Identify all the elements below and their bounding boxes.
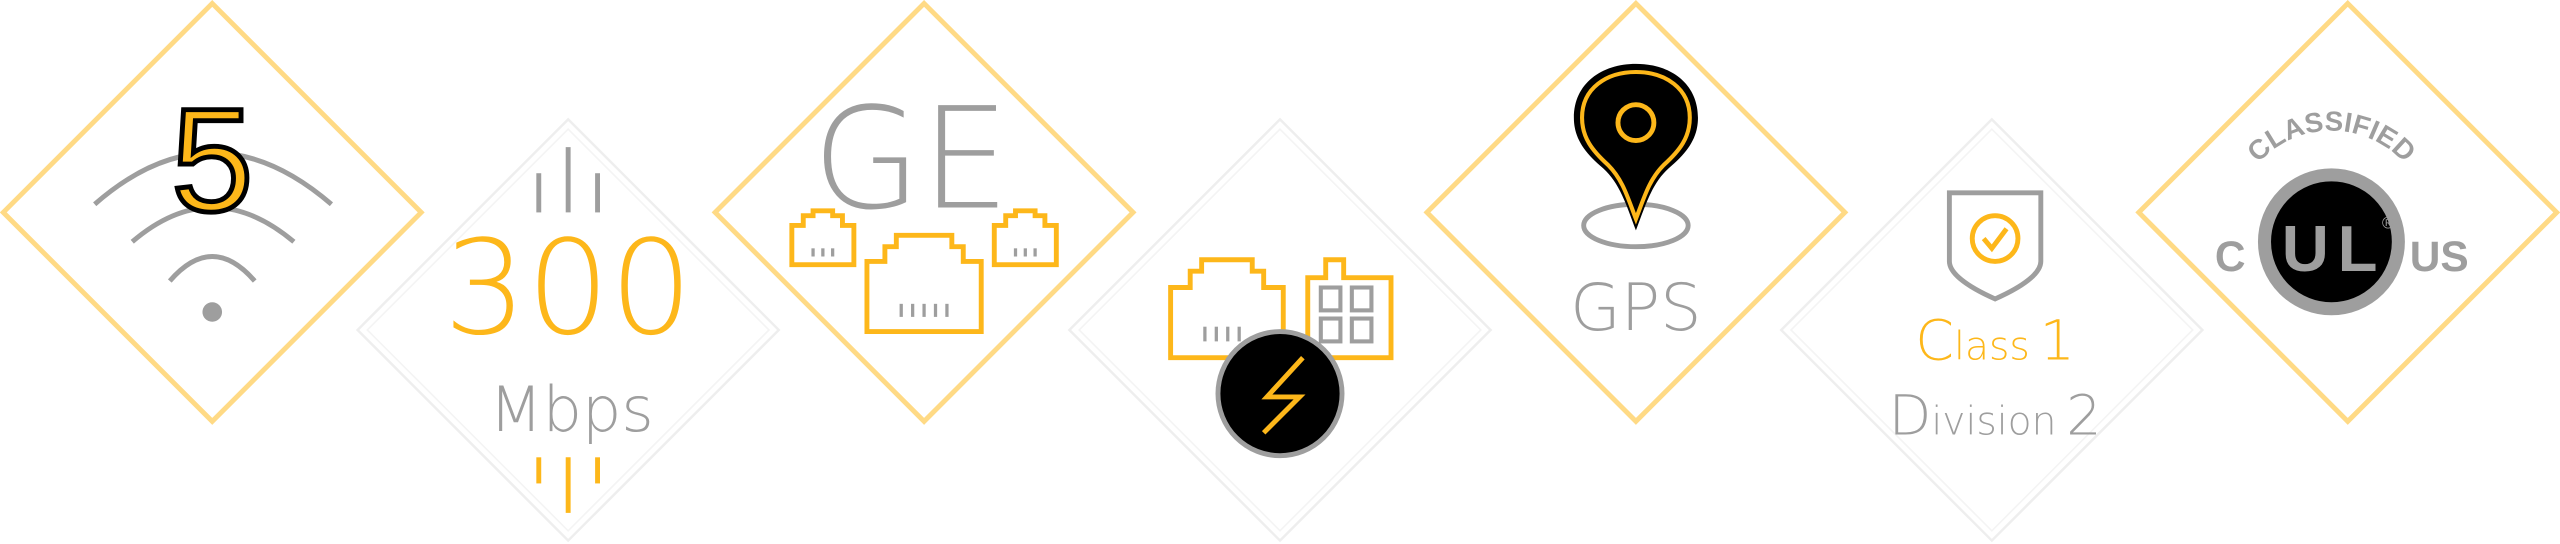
- badge-wifi: 5: [0, 0, 425, 425]
- ul-canada-mark: C: [2215, 233, 2246, 280]
- shield-check-icon: [1946, 190, 2044, 302]
- badge-ethernet: GE: [711, 0, 1137, 425]
- wifi-icon: [93, 150, 334, 322]
- ul-classified-logo: CLASSIFIED U L ® C US: [2215, 105, 2469, 316]
- diamond-frame: [1067, 117, 1493, 543]
- gps-label: GPS: [1570, 270, 1701, 346]
- badge-gps: GPS: [1423, 0, 1849, 425]
- badge-speed: 300 Mbps: [355, 117, 781, 543]
- map-pin-icon: [1573, 63, 1698, 231]
- ul-arc-text: CLASSIFIED: [2241, 105, 2422, 167]
- registered-mark: ®: [2382, 215, 2394, 233]
- speed-value: 300: [444, 212, 693, 364]
- band-number: 5: [171, 79, 253, 243]
- port-pins: [811, 248, 1037, 317]
- diamond-frame: [0, 0, 425, 425]
- diamond-frame: [355, 117, 781, 543]
- ul-us-mark: US: [2410, 233, 2469, 280]
- ethernet-port-icon: [789, 208, 1059, 335]
- speed-unit: Mbps: [489, 373, 654, 446]
- ul-mark-u: U: [2282, 212, 2329, 285]
- power-over-ethernet-icon: [1168, 257, 1394, 459]
- check-icon: [1981, 227, 2009, 253]
- ul-mark-l: L: [2338, 212, 2378, 285]
- diamond-frame: [1779, 117, 2205, 543]
- speed-lines-bottom: [536, 457, 600, 513]
- badge-ul: CLASSIFIED U L ® C US: [2135, 0, 2560, 425]
- gigabit-label: GE: [812, 79, 1010, 242]
- diamond-frame: [711, 0, 1137, 425]
- lightning-icon: [1261, 356, 1306, 435]
- diamond-frame: [1423, 0, 1849, 425]
- power-icon-badge: [1215, 329, 1345, 459]
- diamond-frame: [2135, 0, 2560, 425]
- speed-lines-top: [536, 147, 600, 213]
- badge-poe: [1067, 117, 1493, 543]
